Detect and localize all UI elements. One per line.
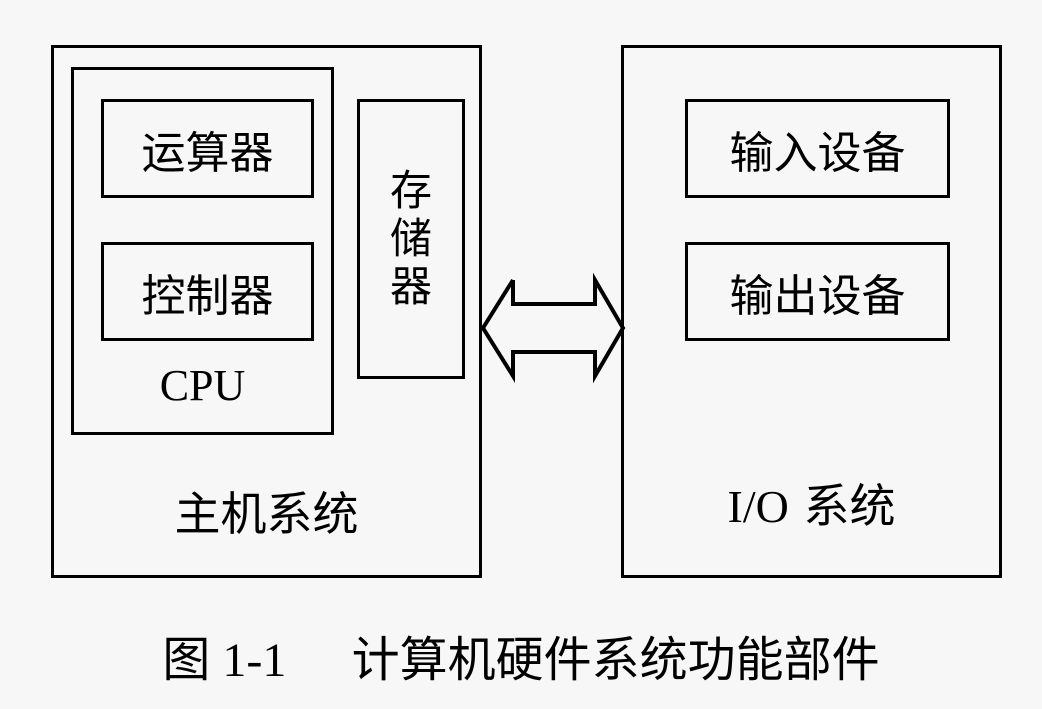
host-system-box bbox=[51, 45, 482, 578]
figure-title: 计算机硬件系统功能部件 bbox=[351, 632, 880, 688]
host-system-label: 主机系统 bbox=[174, 487, 359, 541]
control-unit-box: 控制器 bbox=[101, 242, 314, 341]
io-system-box bbox=[621, 45, 1002, 578]
memory-label: 存储器 bbox=[389, 166, 432, 311]
io-label-prefix: I/O bbox=[727, 481, 789, 532]
arrow-outline bbox=[480, 272, 626, 384]
memory-box: 存储器 bbox=[357, 99, 465, 379]
control-unit-label: 控制器 bbox=[141, 270, 274, 322]
io-system-label: I/O 系统 bbox=[621, 470, 1002, 536]
alu-box: 运算器 bbox=[101, 99, 314, 198]
input-device-box: 输入设备 bbox=[685, 99, 950, 198]
bidirectional-arrow-icon bbox=[480, 272, 626, 384]
cpu-label: CPU bbox=[159, 361, 246, 410]
input-device-label: 输入设备 bbox=[729, 127, 906, 179]
alu-label: 运算器 bbox=[141, 127, 274, 179]
figure-number: 图 1-1 bbox=[162, 634, 287, 687]
io-label-suffix: 系统 bbox=[803, 479, 896, 533]
output-device-box: 输出设备 bbox=[685, 242, 950, 341]
output-device-label: 输出设备 bbox=[729, 270, 906, 322]
cpu-box bbox=[71, 67, 334, 435]
figure-caption: 图 1-1 计算机硬件系统功能部件 bbox=[0, 620, 1042, 690]
